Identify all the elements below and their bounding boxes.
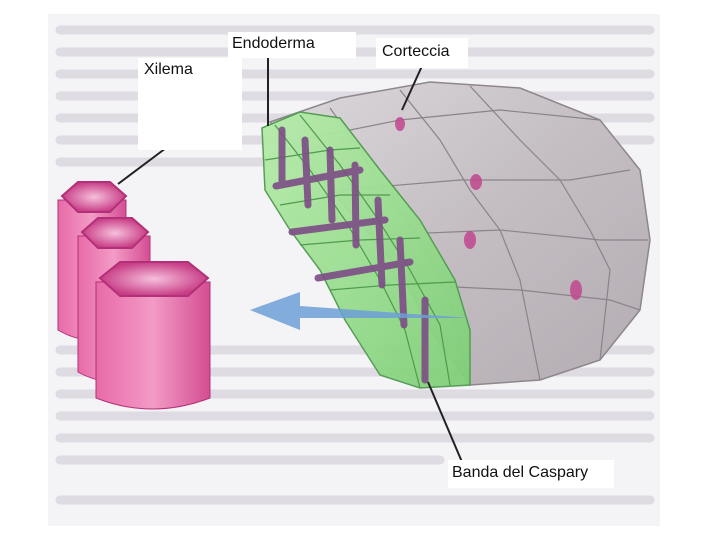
label-banda-caspary: Banda del Caspary <box>448 460 614 488</box>
xylem-vessels <box>57 181 211 410</box>
label-xilema: Xilema <box>138 58 242 150</box>
label-corteccia: Corteccia <box>376 38 468 68</box>
water-flow-arrow <box>250 292 470 330</box>
xylem-vessel <box>95 261 211 410</box>
leader-line-xilema <box>117 147 167 185</box>
cell-nucleus <box>395 117 582 300</box>
leader-line-corteccia <box>401 65 423 111</box>
leader-lines <box>117 58 463 463</box>
casparian-strip <box>272 126 429 384</box>
leader-line-caspary <box>427 381 463 463</box>
label-endoderma: Endoderma <box>228 32 356 58</box>
endodermis-layer <box>261 111 471 389</box>
